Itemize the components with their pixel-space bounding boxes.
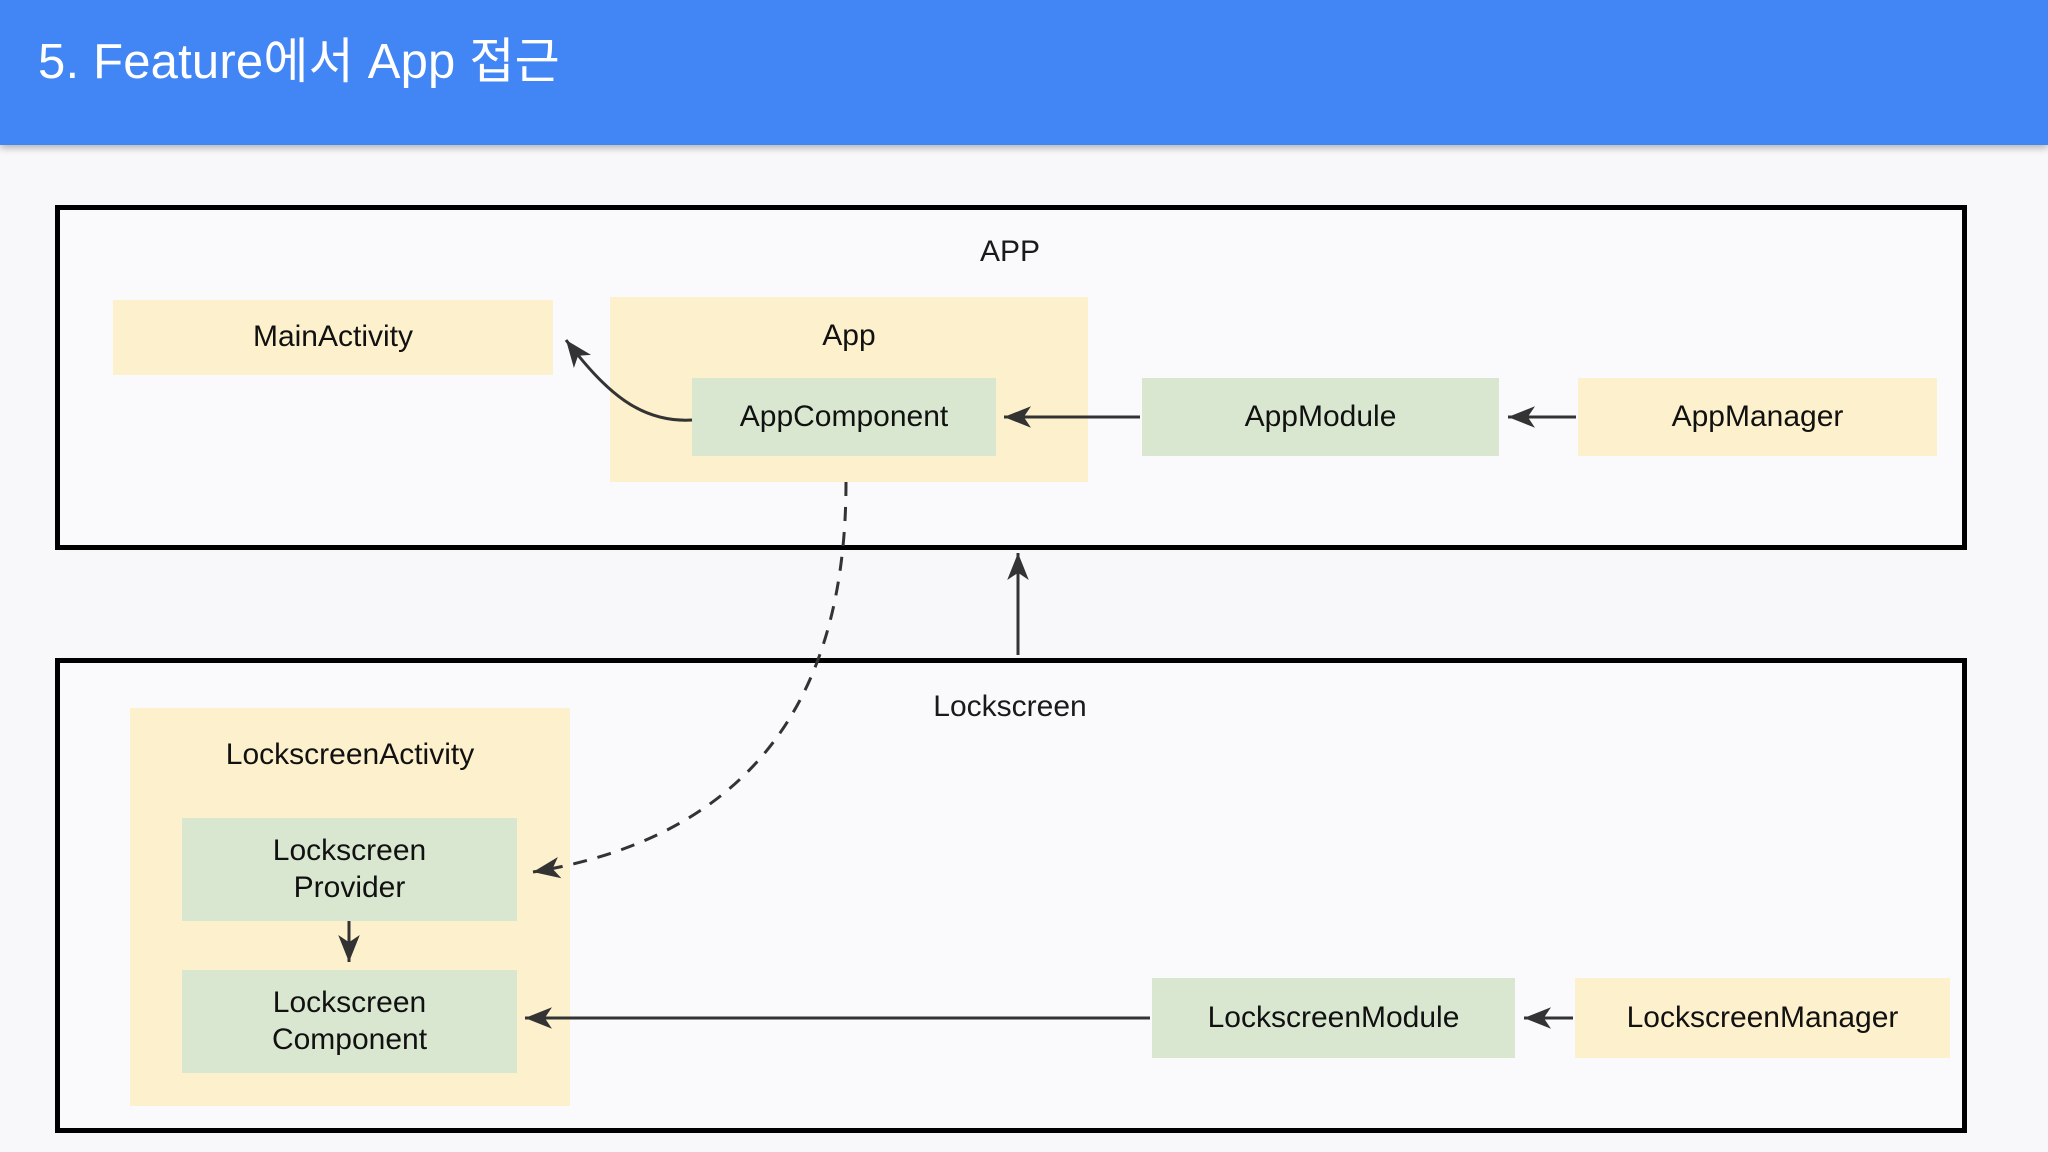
node-lockscreen-provider[interactable]: Lockscreen Provider xyxy=(182,818,517,921)
node-app-component[interactable]: AppComponent xyxy=(692,378,996,456)
node-lockscreen-component-label-line1: Lockscreen xyxy=(272,985,427,1019)
group-lockscreen-activity-label: LockscreenActivity xyxy=(225,738,475,771)
node-app-component-label: AppComponent xyxy=(739,399,949,433)
node-lockscreen-provider-label-line2: Provider xyxy=(293,870,406,904)
group-app-label: App xyxy=(822,319,876,352)
node-main-activity-label: MainActivity xyxy=(252,320,414,354)
lockscreen-container-label: Lockscreen xyxy=(933,690,1087,723)
node-lockscreen-provider-label-line1: Lockscreen xyxy=(272,833,427,867)
node-lockscreen-manager[interactable]: LockscreenManager xyxy=(1575,978,1950,1058)
node-lockscreen-component-label-line2: Component xyxy=(271,1022,428,1056)
node-lockscreen-component[interactable]: Lockscreen Component xyxy=(182,970,517,1073)
app-container-label: APP xyxy=(979,235,1041,268)
node-app-module[interactable]: AppModule xyxy=(1142,378,1499,456)
node-lockscreen-manager-label: LockscreenManager xyxy=(1626,1000,1899,1034)
page-title: 5. Feature에서 App 접근 xyxy=(38,35,560,89)
node-lockscreen-module-label: LockscreenModule xyxy=(1207,1000,1460,1034)
node-app-manager-label: AppManager xyxy=(1671,399,1844,433)
node-app-manager[interactable]: AppManager xyxy=(1578,378,1937,456)
node-app-module-label: AppModule xyxy=(1244,399,1397,433)
slide-header-bar: 5. Feature에서 App 접근 xyxy=(0,0,2048,145)
node-main-activity[interactable]: MainActivity xyxy=(113,300,553,375)
node-lockscreen-module[interactable]: LockscreenModule xyxy=(1152,978,1515,1058)
